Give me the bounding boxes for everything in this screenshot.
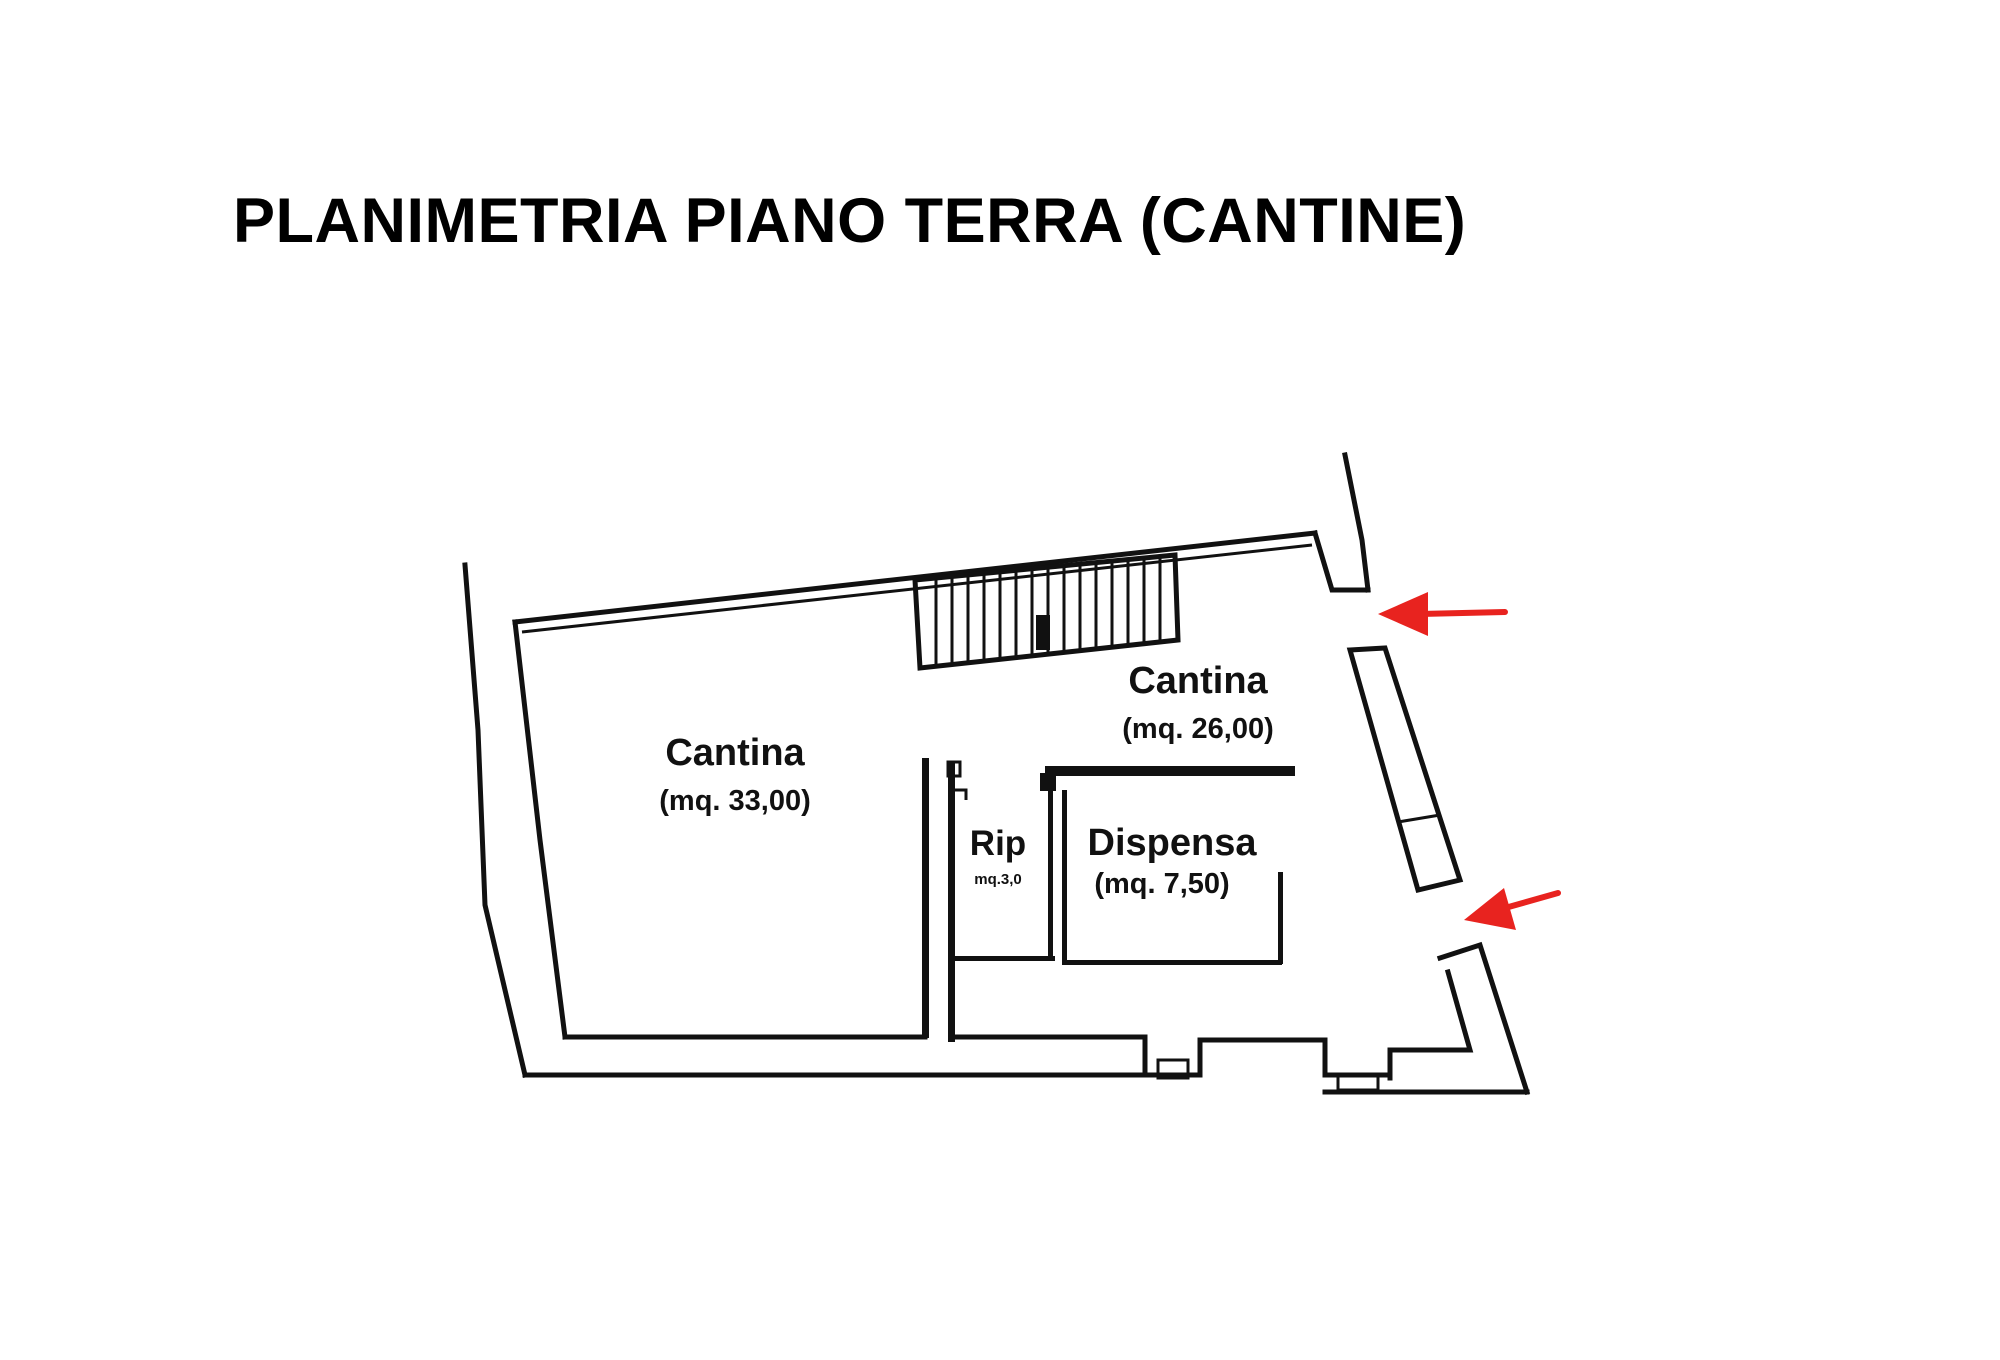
outer-wall-right-top [1311, 529, 1371, 593]
dispensa-right-wall [1278, 872, 1283, 964]
cantina-left-area: (mq. 33,00) [659, 785, 811, 817]
bottom-window [1156, 1058, 1190, 1080]
rip-dispensa-wall-left [1048, 790, 1053, 960]
interior-walls [922, 758, 1295, 1042]
central-wall-left [922, 758, 929, 1038]
staircase [912, 552, 1181, 671]
outer-wall-right-block-joint [1397, 813, 1441, 824]
central-wall-right [948, 762, 955, 1042]
dispensa-top-wall [1045, 766, 1295, 776]
arrow-left-icon [1378, 592, 1508, 636]
outer-wall-right-bottom-inner [1387, 968, 1474, 1081]
outer-wall-bottom-inner-right [952, 1034, 1393, 1078]
bottom-window-right [1336, 1074, 1380, 1092]
ripostiglio-name: Rip [970, 824, 1026, 863]
dispensa-top-wall-post [1040, 773, 1056, 791]
outer-wall-right-block [1346, 645, 1464, 893]
entrance-arrow-bottom [1464, 888, 1561, 930]
page-title: PLANIMETRIA PIANO TERRA (CANTINE) [233, 186, 1467, 256]
outer-wall-right-top-jamb [1342, 452, 1371, 593]
room-labels: Cantina (mq. 33,00) Cantina (mq. 26,00) … [659, 660, 1274, 900]
arrow-left-icon [1464, 888, 1561, 930]
outer-walls [462, 452, 1531, 1096]
cantina-left-name: Cantina [665, 732, 805, 774]
stair-newel [1036, 615, 1050, 650]
dispensa-area: (mq. 7,50) [1094, 868, 1229, 900]
cantina-right-name: Cantina [1128, 660, 1268, 702]
central-wall-tick [955, 788, 968, 800]
cantina-right-area: (mq. 26,00) [1122, 713, 1274, 745]
central-wall-cap [946, 760, 962, 778]
dispensa-bottom-wall [1062, 960, 1282, 965]
outer-wall-left-outer [462, 562, 529, 1079]
outer-wall-left-inner [512, 619, 568, 1040]
rip-dispensa-wall-right [1062, 790, 1067, 960]
ripostiglio-area: mq.3,0 [974, 871, 1022, 888]
outer-wall-right-bottom [1436, 941, 1531, 1096]
dispensa-name: Dispensa [1088, 822, 1258, 864]
entrance-arrow-top [1378, 592, 1508, 636]
rip-bottom-wall [955, 956, 1055, 961]
staircase-outline [912, 552, 1181, 671]
